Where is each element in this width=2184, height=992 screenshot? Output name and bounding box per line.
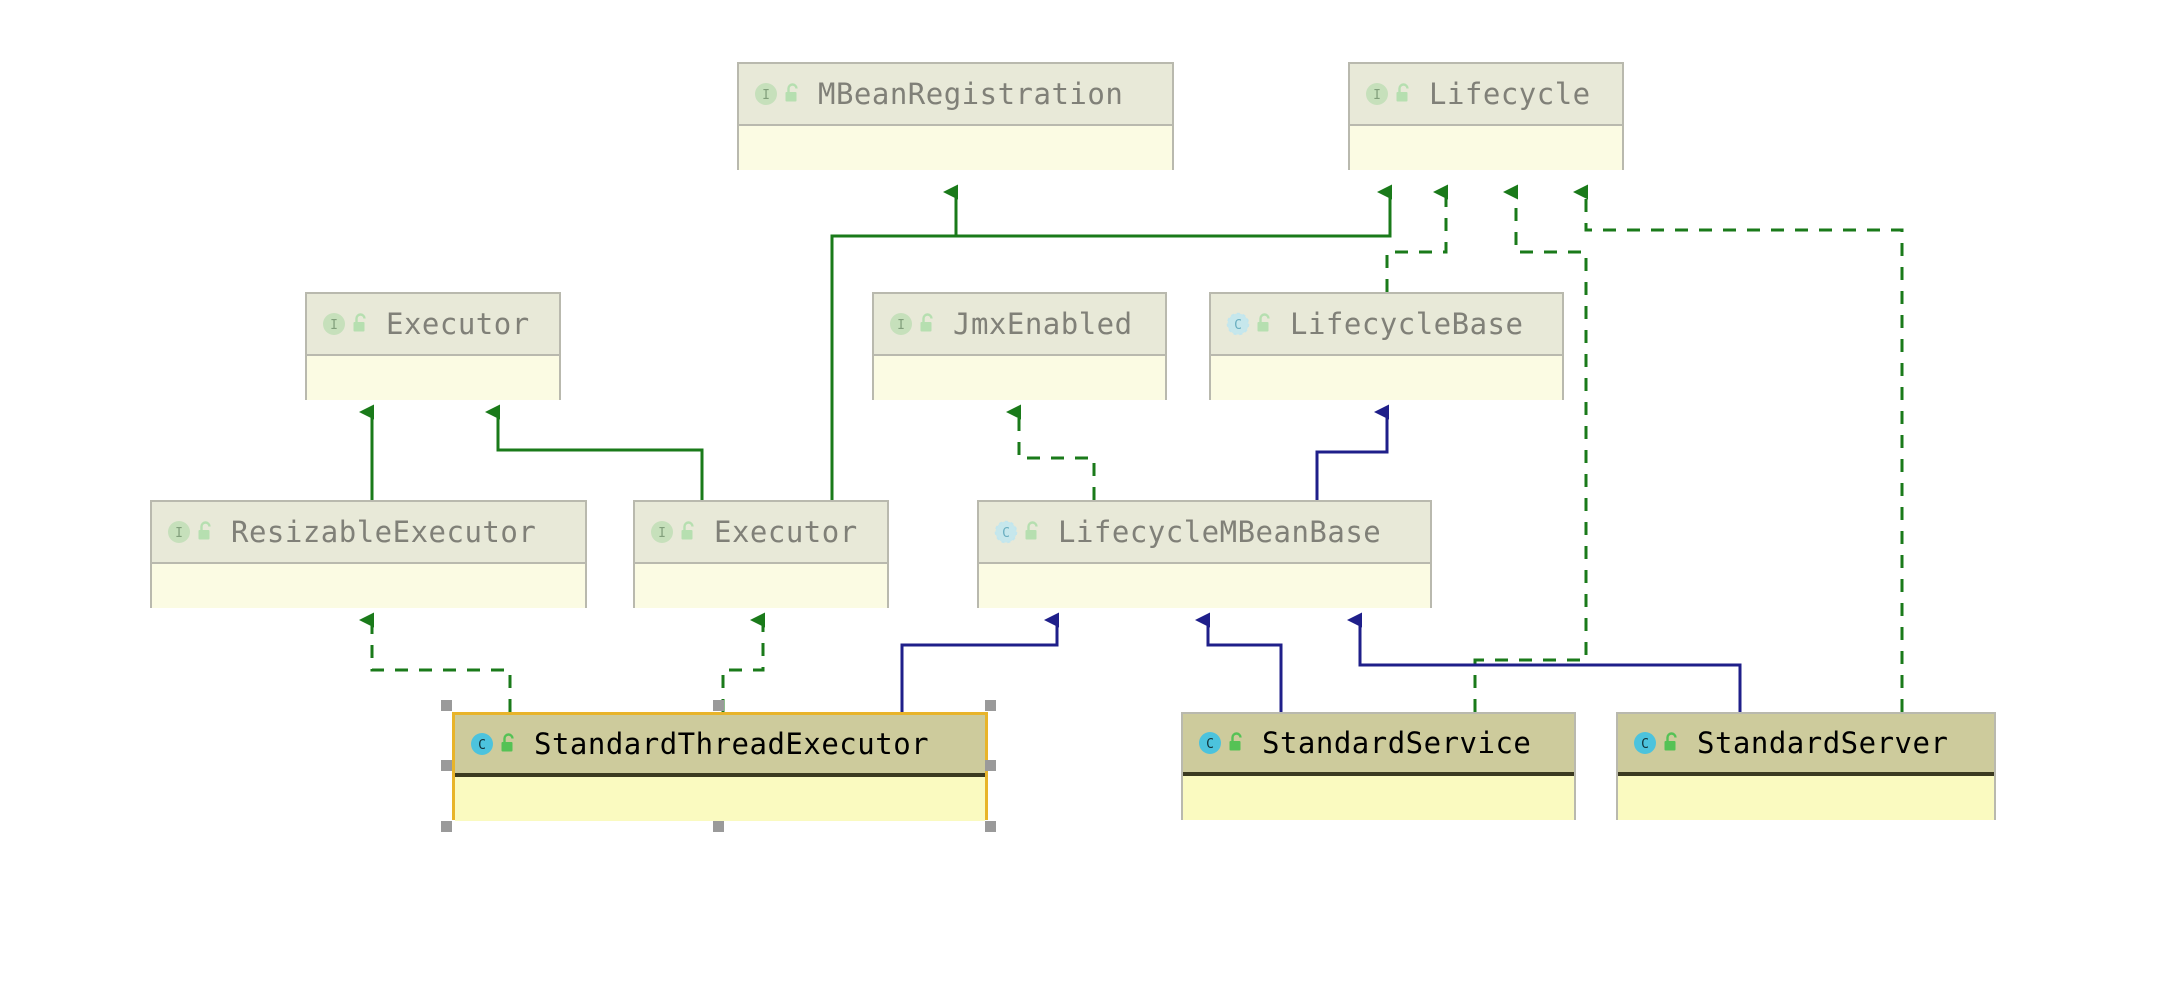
class-icon: C: [469, 731, 495, 757]
svg-text:I: I: [1373, 88, 1381, 103]
svg-text:I: I: [330, 318, 338, 333]
unlocked-padlock-icon: [1254, 312, 1276, 336]
unlocked-padlock-icon: [1226, 731, 1248, 755]
svg-text:I: I: [897, 318, 905, 333]
class-icon: C: [1632, 730, 1658, 756]
svg-text:C: C: [1234, 318, 1242, 333]
class-name-label: JmxEnabled: [953, 307, 1133, 341]
svg-text:C: C: [1002, 526, 1010, 541]
class-node-header: C LifecycleMBeanBase: [979, 502, 1430, 564]
class-name-label: ResizableExecutor: [231, 515, 537, 549]
class-node-members: [635, 564, 887, 608]
selection-handle[interactable]: [441, 821, 452, 832]
class-name-label: MBeanRegistration: [818, 77, 1124, 111]
edge-standardservice-to-lifecyclembeanbase[interactable]: [1195, 612, 1283, 712]
class-node-mbeanregistration[interactable]: I MBeanRegistration: [737, 62, 1174, 170]
edge-standardserver-to-lifecyclembeanbase[interactable]: [1347, 612, 1742, 712]
svg-text:C: C: [478, 738, 486, 753]
unlocked-padlock-icon: [195, 520, 217, 544]
class-node-members: [979, 564, 1430, 608]
edge-standardthreadexecutor-to-executor-bottom[interactable]: [721, 612, 765, 712]
edge-lifecyclembeanbase-to-jmxenabled[interactable]: [1006, 404, 1096, 500]
edge-lifecyclembeanbase-to-lifecyclebase[interactable]: [1315, 404, 1389, 500]
class-node-members: [1618, 776, 1994, 820]
class-node-header: I Lifecycle: [1350, 64, 1622, 126]
class-name-label: LifecycleMBeanBase: [1058, 515, 1382, 549]
class-icon: C: [1197, 730, 1223, 756]
edge-lifecyclebase-to-lifecycle[interactable]: [1385, 184, 1448, 292]
abstract-class-icon: C: [1225, 311, 1251, 337]
class-node-members: [455, 777, 985, 821]
class-node-members: [307, 356, 559, 400]
svg-text:C: C: [1206, 737, 1214, 752]
interface-icon: I: [1364, 81, 1390, 107]
interface-icon: I: [321, 311, 347, 337]
class-node-executor-bottom[interactable]: I Executor: [633, 500, 889, 608]
unlocked-padlock-icon: [1661, 731, 1683, 755]
unlocked-padlock-icon: [498, 732, 520, 756]
class-name-label: StandardThreadExecutor: [534, 727, 930, 761]
class-name-label: StandardServer: [1697, 726, 1949, 760]
class-node-jmxenabled[interactable]: I JmxEnabled: [872, 292, 1167, 400]
edge-standardthreadexecutor-to-resizableexecutor[interactable]: [359, 612, 512, 712]
class-node-members: [1211, 356, 1562, 400]
interface-icon: I: [166, 519, 192, 545]
edge-standardservice-to-lifecycle[interactable]: [1473, 184, 1588, 712]
class-name-label: LifecycleBase: [1290, 307, 1524, 341]
selection-handle[interactable]: [985, 700, 996, 711]
edge-standardthreadexecutor-to-lifecyclembeanbase[interactable]: [900, 612, 1059, 712]
unlocked-padlock-icon: [350, 312, 372, 336]
svg-text:C: C: [1641, 737, 1649, 752]
class-node-members: [152, 564, 585, 608]
class-node-header: C StandardServer: [1618, 714, 1994, 776]
class-name-label: StandardService: [1262, 726, 1532, 760]
class-node-standardthreadexecutor[interactable]: C StandardThreadExecutor: [452, 712, 988, 821]
interface-icon: I: [649, 519, 675, 545]
class-node-standardserver[interactable]: C StandardServer: [1616, 712, 1996, 820]
class-node-header: C LifecycleBase: [1211, 294, 1562, 356]
class-node-header: I Executor: [635, 502, 887, 564]
class-node-header: I Executor: [307, 294, 559, 356]
class-name-label: Executor: [386, 307, 530, 341]
svg-text:I: I: [762, 88, 770, 103]
selection-handle[interactable]: [441, 700, 452, 711]
class-node-header: C StandardService: [1183, 714, 1574, 776]
interface-icon: I: [753, 81, 779, 107]
class-node-members: [1350, 126, 1622, 170]
selection-handle[interactable]: [441, 760, 452, 771]
class-node-executor-top[interactable]: I Executor: [305, 292, 561, 400]
class-name-label: Executor: [714, 515, 858, 549]
selection-handle[interactable]: [985, 821, 996, 832]
interface-icon: I: [888, 311, 914, 337]
svg-text:I: I: [175, 526, 183, 541]
class-node-resizableexecutor[interactable]: I ResizableExecutor: [150, 500, 587, 608]
class-node-members: [1183, 776, 1574, 820]
class-node-members: [874, 356, 1165, 400]
class-node-lifecyclembeanbase[interactable]: C LifecycleMBeanBase: [977, 500, 1432, 608]
class-node-standardservice[interactable]: C StandardService: [1181, 712, 1576, 820]
class-node-header: C StandardThreadExecutor: [455, 715, 985, 777]
class-name-label: Lifecycle: [1429, 77, 1591, 111]
class-node-header: I MBeanRegistration: [739, 64, 1172, 126]
unlocked-padlock-icon: [1022, 520, 1044, 544]
unlocked-padlock-icon: [1393, 82, 1415, 106]
unlocked-padlock-icon: [678, 520, 700, 544]
selection-handle[interactable]: [985, 760, 996, 771]
class-node-lifecycle[interactable]: I Lifecycle: [1348, 62, 1624, 170]
svg-text:I: I: [658, 526, 666, 541]
abstract-class-icon: C: [993, 519, 1019, 545]
edge-standardserver-to-lifecycle[interactable]: [1573, 184, 1904, 712]
unlocked-padlock-icon: [917, 312, 939, 336]
class-node-header: I ResizableExecutor: [152, 502, 585, 564]
edge-executor-bottom-to-executor-top[interactable]: [485, 404, 704, 500]
unlocked-padlock-icon: [782, 82, 804, 106]
class-node-header: I JmxEnabled: [874, 294, 1165, 356]
edge-jmxenabled-to-lifecycle[interactable]: [832, 184, 1392, 238]
class-node-lifecyclebase[interactable]: C LifecycleBase: [1209, 292, 1564, 400]
selection-handle[interactable]: [713, 700, 724, 711]
class-node-members: [739, 126, 1172, 170]
selection-handle[interactable]: [713, 821, 724, 832]
